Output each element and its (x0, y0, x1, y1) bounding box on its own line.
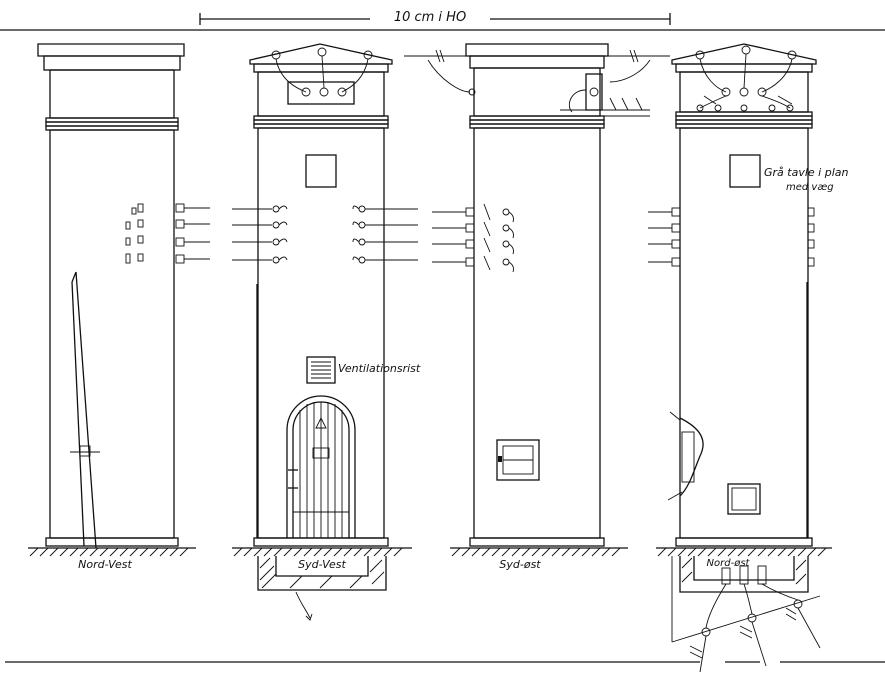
ventilation-grille (306, 356, 336, 384)
ventilation-label: Ventilationsrist (338, 362, 421, 375)
ground-hatch (232, 547, 412, 557)
wall-insulators (483, 203, 514, 273)
plinth (469, 537, 605, 547)
overhead-wires (404, 49, 670, 96)
roof-cap (37, 43, 185, 57)
insulator-plate (287, 81, 355, 105)
left-insulators (432, 207, 475, 267)
view-syd-vest: Ventilationsrist (232, 43, 421, 621)
band-moulding (675, 111, 813, 129)
view-syd-ost: Syd-øst (404, 43, 670, 571)
side-bracket (560, 73, 650, 117)
right-insulators (352, 205, 418, 264)
view-label-syd-ost: Syd-øst (499, 558, 541, 571)
view-label-nord-ost: Nord-øst (707, 558, 751, 569)
panel-label-line1: Grå tavle i plan (764, 166, 848, 179)
tower-body (473, 127, 601, 539)
view-label-syd-vest: Syd-Vest (298, 558, 346, 571)
foundation-pit (257, 556, 387, 621)
view-nord-ost: Grå tavle i plan med væg (648, 43, 848, 673)
right-wall-brackets (807, 207, 815, 267)
view-nord-vest: Nord-Vest (28, 43, 210, 571)
hatch-window (727, 483, 761, 515)
roof-slab (465, 43, 609, 57)
left-insulators (648, 207, 681, 267)
roof-cornice (43, 55, 181, 71)
hatch-window-inner (731, 487, 757, 511)
scale-bar: 10 cm i HO (199, 8, 671, 26)
panel-label-line2: med væg (786, 182, 834, 193)
gray-panel (305, 154, 337, 188)
hatch-door (496, 439, 540, 481)
left-insulators (232, 205, 288, 264)
tower-body (49, 129, 175, 539)
band-moulding (45, 117, 179, 131)
upper-band (473, 67, 601, 117)
roof-cornice (469, 55, 605, 69)
roof-insulators (271, 47, 373, 97)
band-moulding (253, 115, 389, 129)
small-window-marks (125, 203, 144, 264)
underground-cables (671, 556, 821, 673)
arched-door (286, 395, 356, 538)
ground-hatch (28, 547, 196, 557)
plinth (253, 537, 389, 547)
insulator-row (175, 203, 210, 264)
gray-panel (729, 154, 761, 188)
roof-cornice (675, 63, 813, 73)
plinth (45, 537, 179, 547)
roof-cornice (253, 63, 389, 73)
view-label-nord-vest: Nord-Vest (78, 558, 132, 571)
ground-hatch (450, 547, 628, 557)
side-cabinet (667, 411, 704, 501)
gable-roof (671, 43, 817, 65)
ground-hatch (656, 547, 832, 557)
upper-band (49, 69, 175, 119)
scale-label: 10 cm i HO (394, 10, 466, 25)
band-moulding (469, 115, 605, 129)
ground-rod (70, 271, 100, 549)
roof-insulators (695, 45, 797, 112)
gable-roof (249, 43, 393, 65)
plinth (675, 537, 813, 547)
upper-band (679, 71, 809, 113)
